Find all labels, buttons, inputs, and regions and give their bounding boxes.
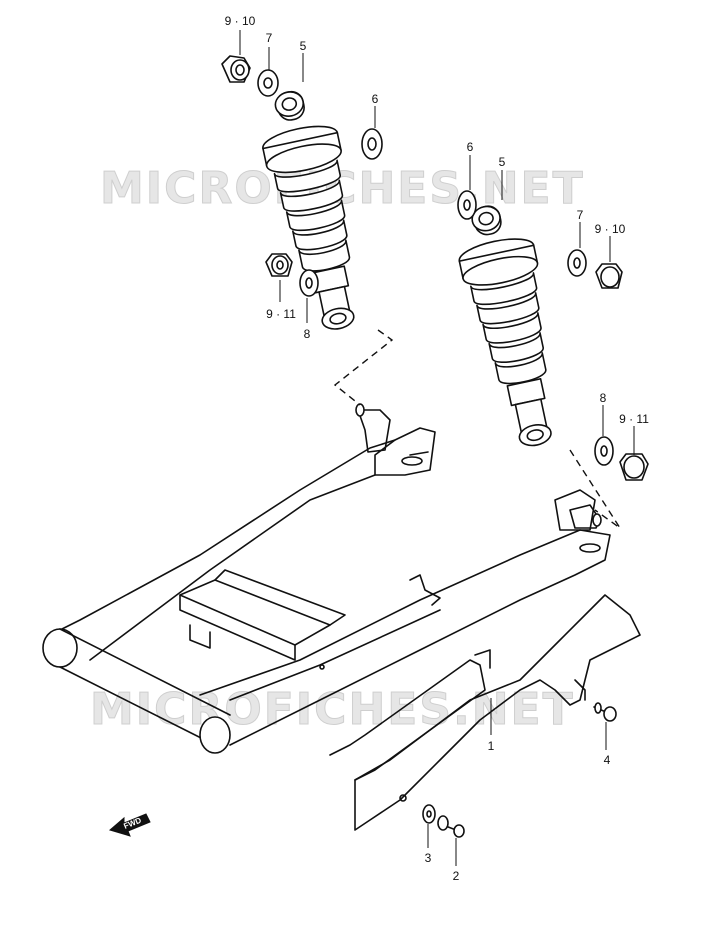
washer-7-right — [567, 249, 587, 277]
washer-8-left — [299, 269, 319, 297]
label-8-right: 8 — [600, 391, 607, 405]
nut-9-10-left — [221, 55, 251, 83]
nut-9-11-right — [619, 453, 649, 481]
label-9-10-right: 9 · 10 — [595, 222, 626, 236]
left-lower-mount — [355, 403, 391, 453]
label-6-left: 6 — [372, 92, 379, 106]
leader-lines — [239, 30, 635, 866]
label-1: 1 — [488, 739, 495, 753]
label-5-right: 5 — [499, 155, 506, 169]
label-8-left: 8 — [304, 327, 311, 341]
swingarm — [42, 427, 641, 831]
left-shock-absorber — [262, 90, 355, 330]
right-lower-mount — [569, 504, 602, 529]
left-alignment-line — [333, 329, 394, 406]
nut-9-11-left — [265, 253, 293, 277]
nut-9-10-right — [595, 263, 623, 289]
washer-6-right — [457, 190, 477, 220]
label-5-left: 5 — [300, 39, 307, 53]
label-3: 3 — [425, 851, 432, 865]
label-4: 4 — [604, 753, 611, 767]
label-9-11-right: 9 · 11 — [619, 412, 649, 426]
washer-7-left — [257, 69, 279, 97]
label-9-10-left: 9 · 10 — [225, 14, 256, 28]
label-2: 2 — [453, 869, 460, 883]
watermark-bottom: MICROFICHES.NET — [90, 684, 575, 735]
label-7-right: 7 — [577, 208, 584, 222]
bolt-4 — [593, 702, 617, 722]
label-7-left: 7 — [266, 31, 273, 45]
fwd-arrow-icon: FWD — [108, 813, 151, 837]
right-alignment-line — [569, 449, 621, 529]
bolt-2 — [437, 815, 465, 838]
washer-3 — [422, 804, 436, 824]
label-6-right: 6 — [467, 140, 474, 154]
washer-6-left — [361, 128, 383, 160]
label-9-11-left: 9 · 11 — [266, 307, 296, 321]
right-shock-absorber — [458, 205, 552, 447]
washer-8-right — [594, 436, 614, 466]
